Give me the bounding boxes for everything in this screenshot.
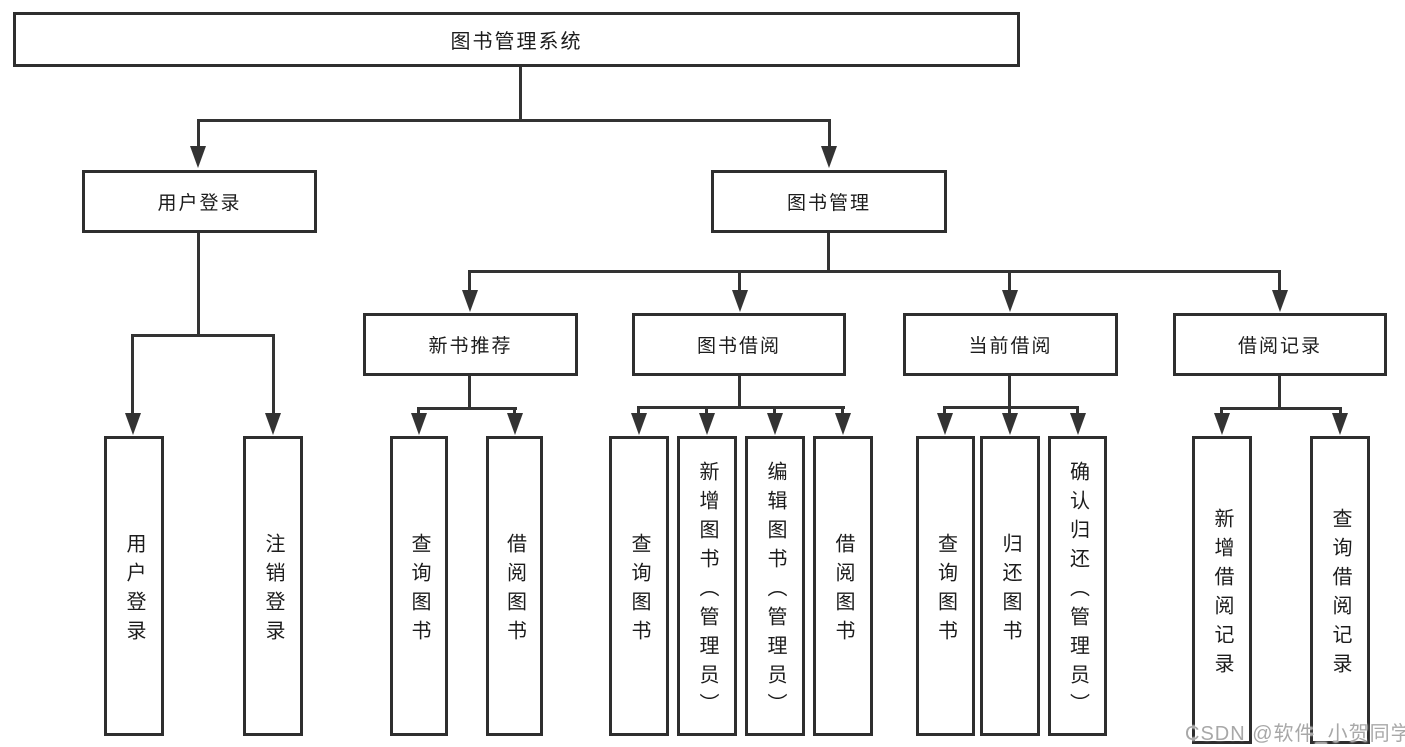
node-query-books-borrowing: 查询图书 <box>609 436 669 736</box>
arrow-down-icon <box>1214 413 1230 435</box>
arrow-down-icon <box>190 146 206 168</box>
arrow-down-icon <box>1070 413 1086 435</box>
connector-line <box>468 376 471 410</box>
arrow-down-icon <box>507 413 523 435</box>
arrow-down-icon <box>411 413 427 435</box>
node-user-login-leaf: 用户登录 <box>104 436 164 736</box>
arrow-down-icon <box>462 290 478 312</box>
node-add-borrow-record: 新增借阅记录 <box>1192 436 1252 744</box>
arrow-down-icon <box>631 413 647 435</box>
node-query-borrow-record: 查询借阅记录 <box>1310 436 1370 744</box>
connector-line <box>197 119 831 122</box>
connector-line <box>197 119 200 149</box>
connector-line <box>943 406 946 416</box>
arrow-down-icon <box>265 413 281 435</box>
arrow-down-icon <box>937 413 953 435</box>
arrow-down-icon <box>835 413 851 435</box>
connector-line <box>1220 407 1223 416</box>
connector-line <box>131 334 134 415</box>
connector-line <box>417 407 517 410</box>
connector-line <box>773 406 776 416</box>
connector-line <box>943 406 1079 409</box>
connector-line <box>637 406 640 416</box>
arrow-down-icon <box>699 413 715 435</box>
node-borrowing-records: 借阅记录 <box>1173 313 1387 376</box>
connector-line <box>738 376 741 409</box>
connector-line <box>1278 376 1281 410</box>
arrow-down-icon <box>1272 290 1288 312</box>
connector-line <box>1220 407 1342 410</box>
connector-line <box>841 406 844 416</box>
connector-line <box>272 334 275 415</box>
node-book-management: 图书管理 <box>711 170 947 233</box>
connector-line <box>468 270 1281 273</box>
connector-line <box>1076 406 1079 416</box>
node-user-login: 用户登录 <box>82 170 317 233</box>
connector-line <box>417 407 420 416</box>
node-confirm-return-admin: 确认归还（管理员） <box>1048 436 1107 736</box>
node-book-borrowing: 图书借阅 <box>632 313 846 376</box>
arrow-down-icon <box>1002 413 1018 435</box>
connector-line <box>1008 406 1011 416</box>
node-logout-leaf: 注销登录 <box>243 436 303 736</box>
node-current-borrowing: 当前借阅 <box>903 313 1118 376</box>
connector-line <box>1339 407 1342 416</box>
node-return-books: 归还图书 <box>980 436 1040 736</box>
connector-line <box>131 334 275 337</box>
node-new-book-recommend: 新书推荐 <box>363 313 578 376</box>
connector-line <box>828 119 831 149</box>
connector-line <box>1278 270 1281 292</box>
csdn-watermark: CSDN @软件_小贺同学 <box>1185 723 1405 745</box>
connector-line <box>1008 270 1011 292</box>
node-borrow-books-recommend: 借阅图书 <box>486 436 543 736</box>
arrow-down-icon <box>821 146 837 168</box>
arrow-down-icon <box>1002 290 1018 312</box>
node-add-books-admin: 新增图书（管理员） <box>677 436 737 736</box>
arrow-down-icon <box>1332 413 1348 435</box>
connector-line <box>513 407 516 416</box>
connector-line <box>1008 376 1011 409</box>
arrow-down-icon <box>767 413 783 435</box>
arrow-down-icon <box>732 290 748 312</box>
connector-line <box>637 406 845 409</box>
connector-line <box>468 270 471 292</box>
connector-line <box>197 233 200 337</box>
node-book-management-system: 图书管理系统 <box>13 12 1020 67</box>
connector-line <box>827 233 830 273</box>
connector-line <box>705 406 708 416</box>
node-query-books-current: 查询图书 <box>916 436 975 736</box>
connector-line <box>738 270 741 292</box>
node-query-books-recommend: 查询图书 <box>390 436 448 736</box>
node-edit-books-admin: 编辑图书（管理员） <box>745 436 805 736</box>
node-borrow-books-borrowing: 借阅图书 <box>813 436 873 736</box>
arrow-down-icon <box>125 413 141 435</box>
connector-line <box>519 67 522 121</box>
